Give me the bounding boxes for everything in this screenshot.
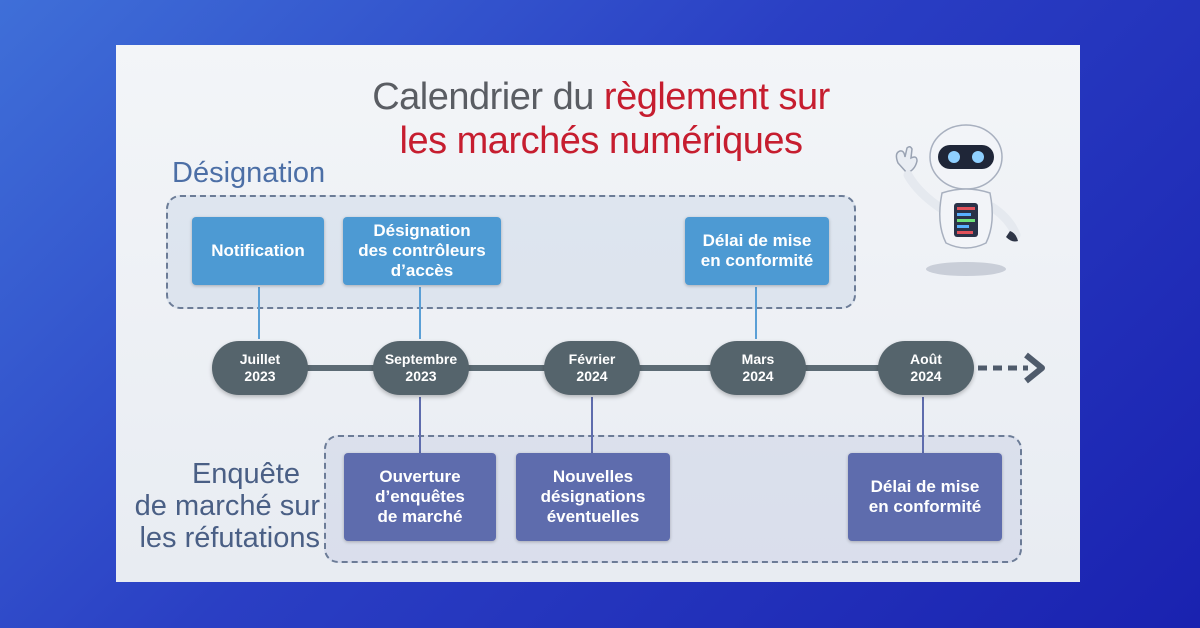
node-year: 2024 xyxy=(576,368,608,384)
box-notification: Notification xyxy=(192,217,324,285)
box-line: Notification xyxy=(211,241,305,260)
box-line: en conformité xyxy=(868,497,982,516)
box-delai-conformite-top: Délai de mise en conformité xyxy=(685,217,829,285)
section-label-designation: Désignation xyxy=(172,157,326,189)
connector-nouvelles xyxy=(591,397,593,455)
box-line: Délai de mise xyxy=(870,477,980,496)
box-delai-conformite-bottom: Délai de mise en conformité xyxy=(848,453,1002,541)
box-line: Désignation xyxy=(373,221,471,240)
box-line: éventuelles xyxy=(546,507,640,526)
box-designation-controleurs: Désignation des contrôleurs d’accès xyxy=(343,217,501,285)
box-line: des contrôleurs xyxy=(358,241,486,260)
connector-ouverture xyxy=(419,397,421,455)
enquete-line-2: de marché sur xyxy=(134,490,320,522)
title-red-1: règlement sur xyxy=(603,76,830,118)
box-line: d’accès xyxy=(390,261,454,280)
dashed-arrow-right-icon xyxy=(978,352,1045,384)
title-plain: Calendrier du xyxy=(372,76,604,118)
title-red-2: les marchés numériques xyxy=(399,120,803,162)
box-line: en conformité xyxy=(700,251,814,270)
enquete-line-1: Enquête xyxy=(191,458,300,490)
connector-delai-top xyxy=(755,287,757,339)
node-year: 2024 xyxy=(742,368,774,384)
node-year: 2023 xyxy=(405,368,437,384)
page-title: Calendrier du règlement sur les marchés … xyxy=(366,75,836,163)
box-line: désignations xyxy=(540,487,646,506)
box-nouvelles-designations: Nouvelles désignations éventuelles xyxy=(516,453,670,541)
node-month: Février xyxy=(568,351,616,367)
timeline-card: Calendrier du règlement sur les marchés … xyxy=(116,45,1080,582)
node-month: Septembre xyxy=(384,351,458,367)
box-line: Délai de mise xyxy=(702,231,812,250)
node-month: Août xyxy=(910,351,942,367)
enquete-line-3: les réfutations xyxy=(139,522,320,554)
robot-mascot-icon xyxy=(895,124,1021,276)
connector-delai-bottom xyxy=(922,397,924,455)
box-line: de marché xyxy=(377,507,463,526)
connector-notification xyxy=(258,287,260,339)
section-label-enquete: Enquête de marché sur les réfutations xyxy=(130,458,320,554)
connector-designation xyxy=(419,287,421,339)
node-year: 2024 xyxy=(910,368,942,384)
node-year: 2023 xyxy=(244,368,276,384)
box-line: Ouverture xyxy=(379,467,461,486)
box-line: Nouvelles xyxy=(552,467,634,486)
box-ouverture-enquetes: Ouverture d’enquêtes de marché xyxy=(344,453,496,541)
box-line: d’enquêtes xyxy=(375,487,465,506)
node-month: Juillet xyxy=(239,351,281,367)
node-month: Mars xyxy=(741,351,775,367)
